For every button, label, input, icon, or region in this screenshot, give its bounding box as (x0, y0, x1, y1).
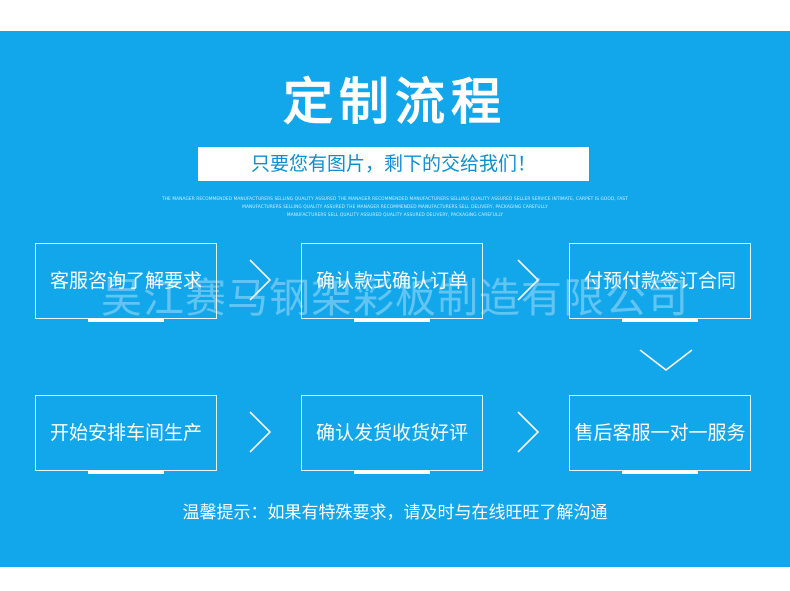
step-after-sales: 售后客服一对一服务 (569, 395, 751, 474)
step-underline (622, 318, 698, 322)
subtitle-text: 只要您有图片，剩下的交给我们！ (250, 153, 536, 175)
step-deposit-contract: 付预付款签订合同 (569, 243, 751, 322)
step-consult: 客服咨询了解要求 (35, 243, 217, 322)
step-underline (354, 470, 430, 474)
subtitle-banner: 只要您有图片，剩下的交给我们！ (198, 147, 589, 181)
chevron-down-icon (639, 349, 693, 372)
step-underline (354, 318, 430, 322)
step-underline (88, 318, 164, 322)
fine-print-line-3: MANUFACTURERS SELL QUALITY ASSURED QUALI… (286, 213, 504, 218)
step-label: 付预付款签订合同 (583, 270, 736, 292)
chevron-right-icon (249, 411, 272, 453)
step-underline (88, 470, 164, 474)
step-label: 确认款式确认订单 (315, 270, 468, 292)
step-label: 确认发货收货好评 (315, 422, 468, 444)
step-label: 客服咨询了解要求 (49, 270, 202, 292)
chevron-right-icon (517, 411, 540, 453)
step-confirm-order: 确认款式确认订单 (301, 243, 483, 322)
tip-note: 温馨提示：如果有特殊要求，请及时与在线旺旺了解沟通 (182, 503, 608, 523)
fine-print-line-2: MANUFACTURERS SELLING QUALITY ASSURED TH… (242, 205, 548, 210)
step-label: 开始安排车间生产 (49, 422, 202, 444)
step-production: 开始安排车间生产 (35, 395, 217, 474)
step-delivery-review: 确认发货收货好评 (301, 395, 483, 474)
chevron-right-icon (517, 259, 540, 301)
chevron-right-icon (249, 259, 272, 301)
step-label: 售后客服一对一服务 (574, 422, 746, 444)
fine-print-line-1: THE MANAGER RECOMMENDED MANUFACTURERS SE… (161, 197, 628, 202)
blue-panel (0, 31, 790, 567)
page-title: 定制流程 (283, 72, 507, 131)
step-underline (622, 470, 698, 474)
